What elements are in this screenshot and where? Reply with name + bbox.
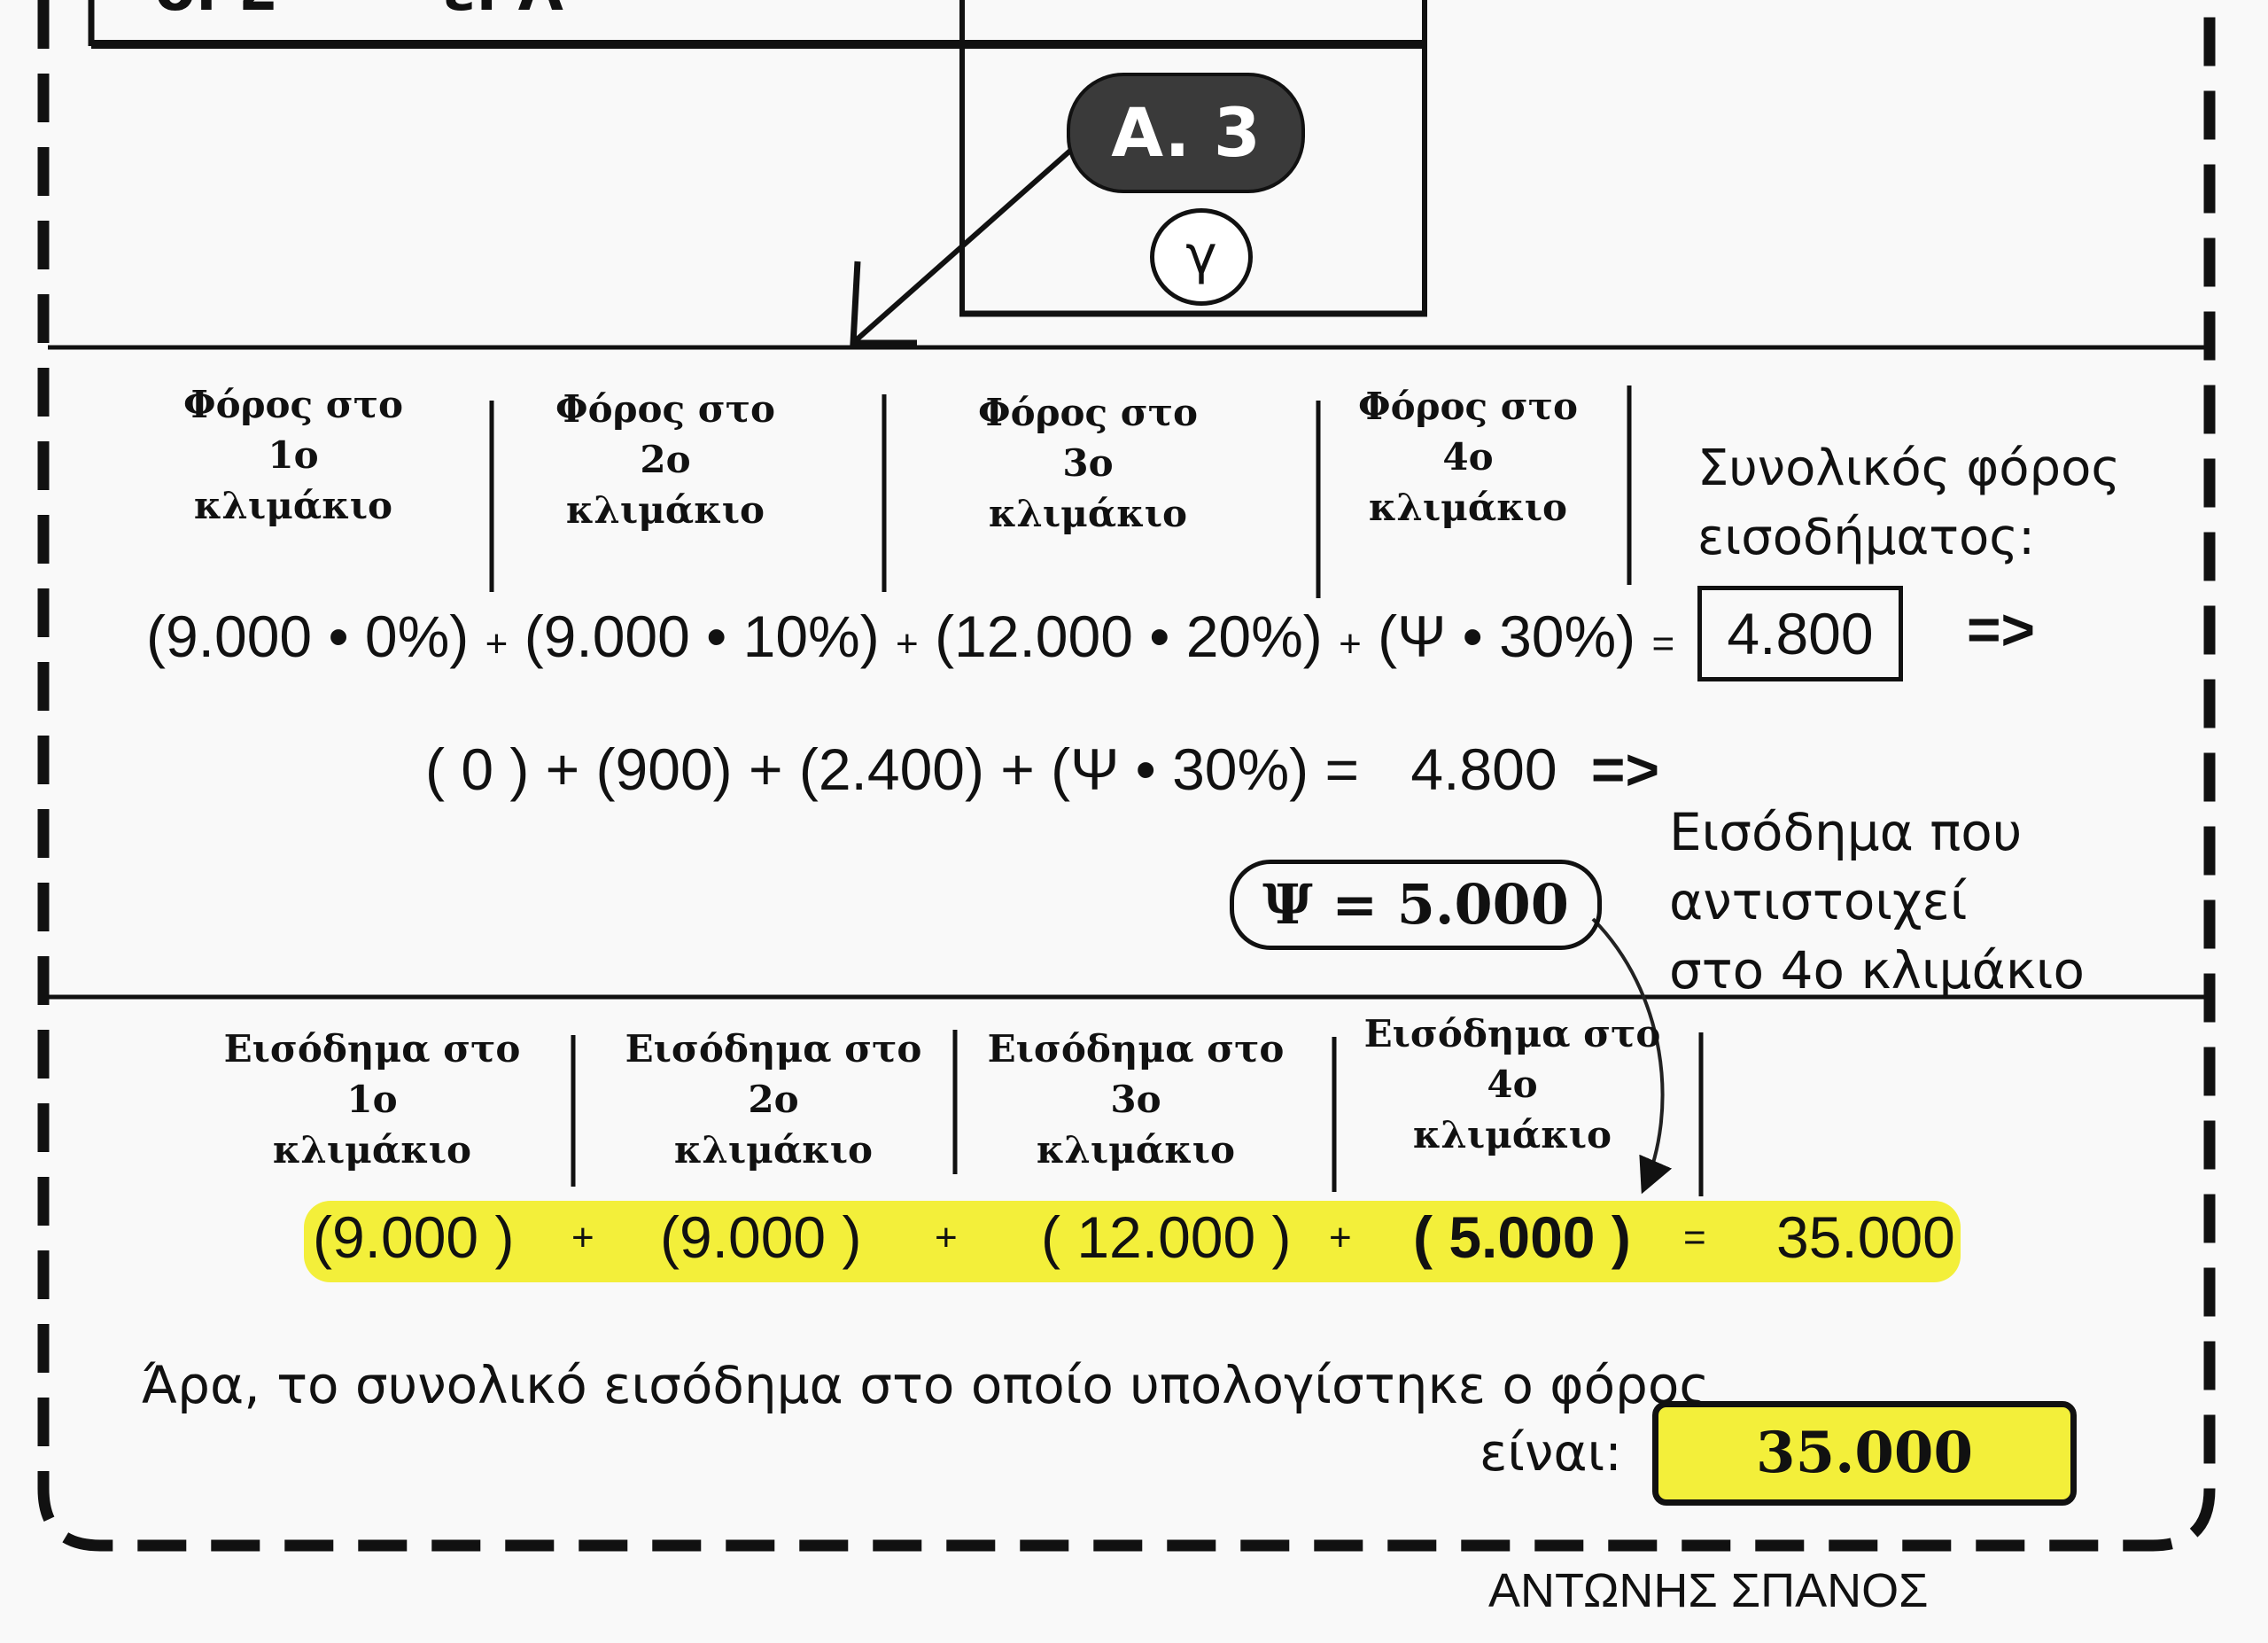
dashed-frame (37, 0, 2216, 1552)
author-name: ΑΝΤΩΝΗΣ ΣΠΑΝΟΣ (1488, 1564, 1929, 1617)
curved-arrow (1591, 917, 1673, 1195)
tax-equation: (9.000 • 0%) + (9.000 • 10%) + (12.000 •… (146, 603, 1675, 669)
answer-letter: γ (1185, 224, 1217, 286)
conclusion-line-2: είναι: (1480, 1422, 1622, 1483)
top-partial-right: ε. Λ (443, 0, 563, 24)
implies-1: => (1967, 596, 2036, 662)
income-highlight (304, 1201, 1961, 1282)
question-badge: A. 3 (1067, 73, 1305, 193)
answer-letter-circle: γ (1150, 208, 1253, 306)
psi-result-pill: Ψ = 5.000 (1230, 860, 1602, 950)
final-answer-box: 35.000 (1652, 1401, 2077, 1506)
total-tax-box: 4.800 (1697, 586, 1903, 681)
conclusion-line-1: Άρα, το συνολικό εισόδημα στο οποίο υπολ… (142, 1355, 1710, 1415)
top-partial-left: δ. Σ (155, 0, 277, 24)
question-badge-label: A. 3 (1111, 93, 1261, 172)
tax-equation-simplified: ( 0 ) + (900) + (2.400) + (Ψ • 30%) = 4.… (425, 736, 1659, 802)
